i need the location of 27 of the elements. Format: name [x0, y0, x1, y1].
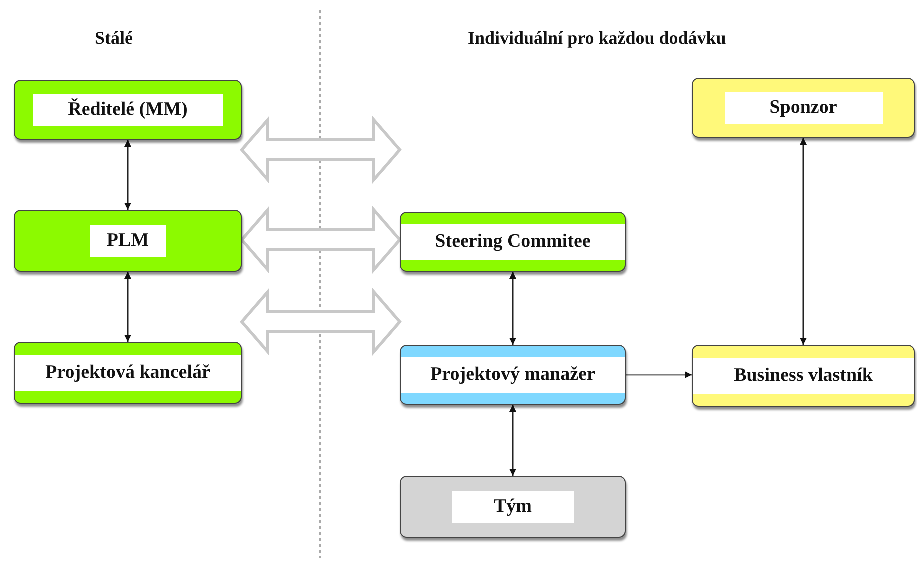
node-label: Steering Commitee	[401, 224, 625, 260]
arrow	[124, 140, 132, 210]
process-box	[14, 210, 242, 272]
double-arrow	[240, 206, 402, 274]
arrow	[800, 138, 807, 345]
arrow	[510, 405, 516, 476]
node-label: Tým	[452, 491, 574, 523]
double-arrow	[240, 116, 402, 184]
process-box	[14, 342, 242, 404]
double-arrow	[240, 288, 402, 356]
process-box	[400, 212, 626, 272]
process-box	[692, 78, 915, 138]
process-box	[14, 80, 242, 140]
node-label: Business vlastník	[693, 358, 914, 394]
process-box	[400, 345, 626, 405]
arrow	[124, 272, 132, 342]
arrow	[510, 272, 516, 345]
node-label: PLM	[90, 225, 166, 257]
node-label: Ředitelé (MM)	[33, 94, 223, 126]
node-label: Projektová kancelář	[15, 355, 241, 391]
column-heading: Individuální pro každou dodávku	[468, 28, 726, 49]
node-label: Sponzor	[724, 92, 882, 124]
process-box	[400, 476, 626, 538]
process-box	[692, 345, 915, 407]
arrow	[626, 372, 692, 378]
node-label: Projektový manažer	[401, 357, 625, 393]
column-heading: Stálé	[95, 28, 133, 49]
